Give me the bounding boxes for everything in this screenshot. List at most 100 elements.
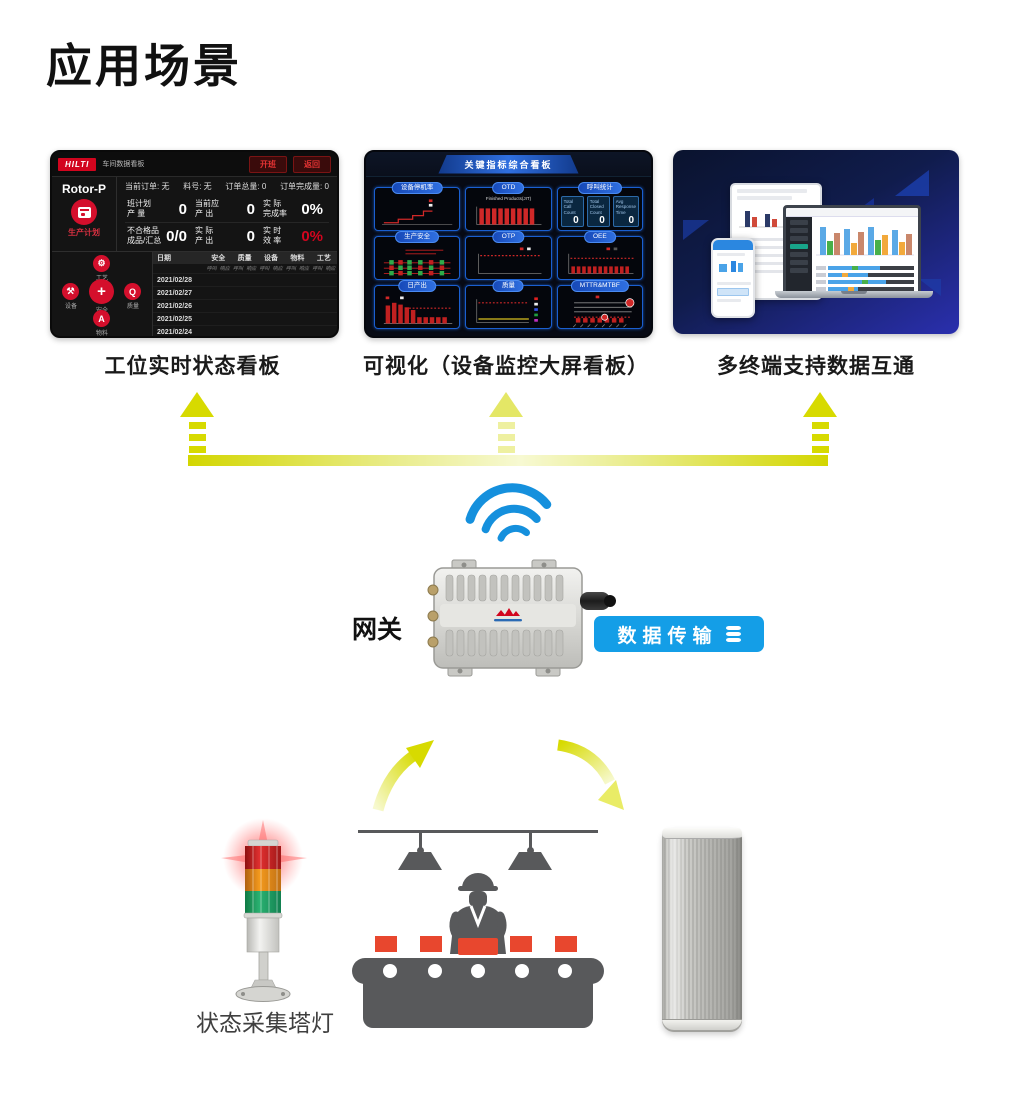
curved-arrow-left <box>372 740 434 812</box>
laptop-bar-chart <box>816 227 914 256</box>
caption-bigscreen: 可视化（设备监控大屏看板） <box>363 355 649 378</box>
daily-output-chart <box>383 296 453 324</box>
quality-icon[interactable]: Q <box>124 283 141 300</box>
product-box <box>375 936 397 952</box>
andon-icon-cluster: ⚙ 工艺 ⚒ 设备 + 安全 Q 质量 A 物料 <box>52 252 153 336</box>
andon-history-table: 日期 安全 质量 设备 物料 工艺 呼叫响应 呼叫响应 呼叫响应 呼叫响应 呼叫… <box>153 252 337 336</box>
belt-roller <box>383 964 397 978</box>
worker-icon <box>449 873 507 955</box>
laptop-gantt-chart <box>816 266 914 291</box>
order-total: 订单总量: 0 <box>225 182 267 191</box>
station-board-title: 车间数据看板 <box>102 161 145 168</box>
calendar-icon <box>71 199 97 225</box>
belt-roller <box>515 964 529 978</box>
tile-mttr-mtbf: MTTR&MTBF <box>556 280 643 329</box>
tower-light <box>221 818 307 1002</box>
triangle-decoration <box>895 170 929 196</box>
station-board-bottom: ⚙ 工艺 ⚒ 设备 + 安全 Q 质量 A 物料 日期 安全 质量 设备 物料 … <box>52 252 337 336</box>
tile-daily-output: 日产出 <box>374 280 461 329</box>
part-number: 料号: 无 <box>183 182 212 191</box>
bigscreen-title: 关键指标综合看板 <box>438 154 579 174</box>
quality-chart <box>476 297 539 324</box>
lamp-icon <box>508 830 552 870</box>
table-row: 2021/02/26 <box>153 299 337 312</box>
page-title: 应用场景 <box>46 40 242 92</box>
mttr-mtbf-chart <box>572 295 635 328</box>
safety-grid-chart <box>383 249 451 276</box>
oee-chart <box>567 247 634 275</box>
equipment-icon[interactable]: ⚒ <box>62 283 79 300</box>
curved-arrow-right <box>557 739 624 810</box>
otd-subtitle: Finished Products(JIT) <box>485 196 532 201</box>
tower-light-label: 状态采集塔灯 <box>196 1010 334 1036</box>
device-summary: Rotor-P 生产计划 <box>52 177 117 251</box>
order-done: 订单完成量: 0 <box>280 182 329 191</box>
caption-station: 工位实时状态看板 <box>104 355 281 378</box>
current-order: 当前订单: 无 <box>125 182 170 191</box>
order-info-row: 当前订单: 无 料号: 无 订单总量: 0 订单完成量: 0 <box>125 181 329 192</box>
yellow-bus-bar <box>188 455 828 466</box>
safety-icon[interactable]: + <box>89 279 114 304</box>
product-box <box>555 936 577 952</box>
data-transfer-label: 数据传输 <box>617 625 718 647</box>
production-plan-label: 生产计划 <box>68 228 100 237</box>
belt-roller <box>428 964 442 978</box>
device-name: Rotor-P <box>62 182 106 196</box>
triangle-decoration <box>683 220 709 240</box>
kpi-tile-grid: 设备停机率 OTD Finished Products(JIT) <box>366 177 651 336</box>
tile-quality: 质量 <box>465 280 552 329</box>
conveyor-illustration <box>352 822 604 1030</box>
gateway-logo <box>494 608 522 622</box>
gateway-device <box>427 559 616 677</box>
otd-bar-chart <box>476 206 542 226</box>
up-arrow-left <box>179 392 215 453</box>
panel-kpi-bigscreen: 关键指标综合看板 设备停机率 OTD Finished Products(JIT… <box>364 150 653 338</box>
laptop-base <box>775 291 933 298</box>
tile-downtime: 设备停机率 <box>374 182 461 231</box>
tile-oee: OEE <box>556 231 643 280</box>
otp-line-chart <box>478 247 542 275</box>
product-box <box>420 936 442 952</box>
panel-multi-terminal <box>673 150 959 334</box>
table-row: 2021/02/25 <box>153 312 337 325</box>
station-board-header: HILTI 车间数据看板 开班 返回 <box>52 152 337 177</box>
phone-chart <box>719 261 743 272</box>
process-icon[interactable]: ⚙ <box>93 255 110 272</box>
bigscreen-header: 关键指标综合看板 <box>366 152 651 177</box>
downtime-chart <box>382 199 453 226</box>
table-subheader-row: 呼叫响应 呼叫响应 呼叫响应 呼叫响应 呼叫响应 <box>206 266 336 272</box>
material-icon[interactable]: A <box>93 310 110 327</box>
belt-roller <box>558 964 572 978</box>
hilti-logo: HILTI <box>58 157 97 171</box>
tile-otp: OTP <box>465 231 552 280</box>
phone-mockup <box>711 238 755 318</box>
back-button[interactable]: 返回 <box>293 155 331 173</box>
table-row: 2021/02/28 <box>153 273 337 286</box>
data-transfer-button[interactable]: 数据传输 <box>594 616 764 652</box>
start-shift-button[interactable]: 开班 <box>249 155 287 173</box>
table-header-row: 日期 安全 质量 设备 物料 工艺 <box>153 252 337 264</box>
caption-terminals: 多终端支持数据互通 <box>717 355 915 378</box>
database-icon <box>725 625 741 643</box>
product-box <box>510 936 532 952</box>
laptop-mockup <box>783 205 921 297</box>
ceiling-line <box>358 830 598 833</box>
column-speaker <box>662 828 742 1032</box>
tile-otd: OTD Finished Products(JIT) <box>465 182 552 231</box>
lamp-icon <box>398 830 442 870</box>
belt-roller <box>471 964 485 978</box>
table-row: 2021/02/24 <box>153 325 337 336</box>
